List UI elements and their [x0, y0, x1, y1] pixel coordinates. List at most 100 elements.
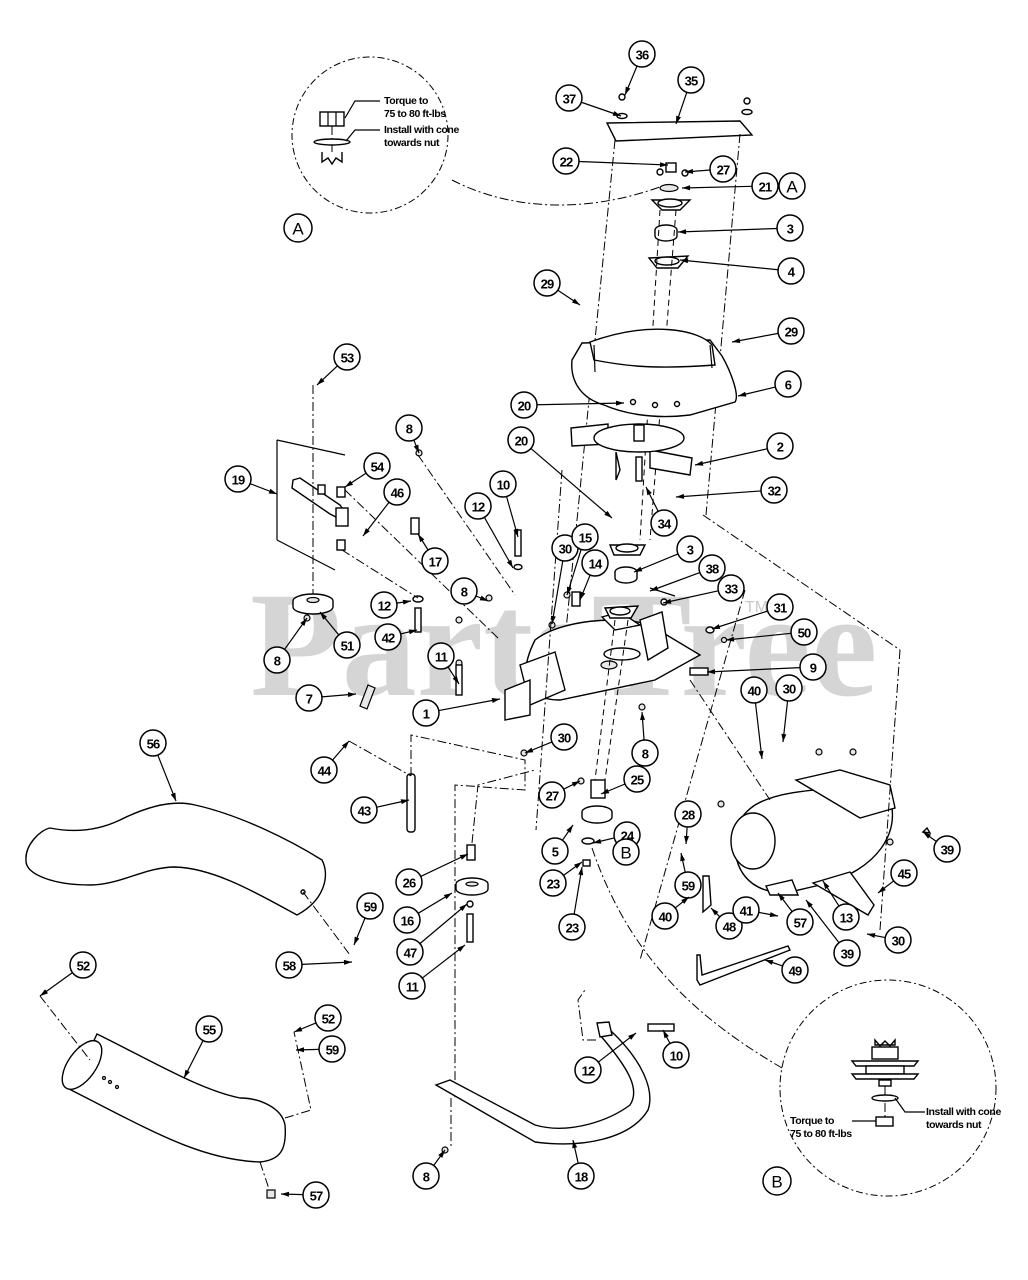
part-callout-52[interactable]: 52 [293, 1004, 342, 1033]
part-callout-47[interactable]: 47 [396, 903, 468, 966]
callout-bubble[interactable] [552, 147, 580, 175]
part-callout-3[interactable]: 3 [633, 535, 704, 573]
callout-bubble[interactable] [777, 257, 805, 285]
part-callout-39[interactable]: 39 [805, 899, 861, 967]
callout-bubble[interactable] [374, 623, 402, 651]
callout-bubble[interactable] [717, 574, 745, 602]
callout-bubble[interactable] [581, 549, 609, 577]
part-callout-39[interactable]: 39 [922, 831, 961, 863]
callout-bubble[interactable] [612, 838, 640, 866]
callout-bubble[interactable] [760, 476, 788, 504]
callout-bubble[interactable] [412, 1162, 440, 1190]
callout-bubble[interactable] [677, 66, 705, 94]
part-callout-14[interactable]: 14 [579, 549, 609, 601]
part-callout-53[interactable]: 53 [316, 343, 361, 386]
callout-bubble[interactable] [363, 452, 391, 480]
callout-bubble[interactable] [539, 869, 567, 897]
callout-bubble[interactable] [709, 155, 737, 183]
part-callout-30[interactable]: 30 [524, 723, 578, 754]
callout-bubble[interactable] [776, 214, 804, 242]
callout-bubble[interactable] [295, 684, 323, 712]
callout-bubble[interactable] [884, 926, 912, 954]
part-callout-40[interactable]: 40 [651, 896, 690, 930]
part-callout-8[interactable]: 8 [450, 577, 489, 605]
callout-bubble[interactable] [395, 868, 423, 896]
part-callout-20[interactable]: 20 [507, 426, 613, 519]
part-callout-6[interactable]: 6 [737, 370, 802, 398]
detail-b-label[interactable] [762, 1166, 792, 1196]
part-callout-58[interactable]: 58 [275, 951, 353, 979]
callout-bubble[interactable] [412, 699, 440, 727]
callout-bubble[interactable] [674, 800, 702, 828]
part-callout-42[interactable]: 42 [374, 623, 418, 651]
callout-bubble[interactable] [396, 938, 424, 966]
callout-bubble[interactable] [333, 343, 361, 371]
part-callout-27[interactable]: 27 [684, 155, 737, 183]
callout-bubble[interactable] [766, 432, 794, 460]
callout-bubble[interactable] [676, 535, 704, 563]
part-callout-36[interactable]: 36 [624, 40, 656, 96]
part-callout-59[interactable]: 59 [295, 1035, 346, 1063]
callout-bubble[interactable] [421, 547, 449, 575]
callout-bubble[interactable] [623, 765, 651, 793]
part-callout-9[interactable]: 9 [706, 653, 827, 681]
part-callout-29[interactable]: 29 [731, 317, 805, 345]
part-callout-29[interactable]: 29 [533, 269, 581, 306]
part-callout-2[interactable]: 2 [694, 432, 794, 466]
part-callout-30[interactable]: 30 [550, 534, 579, 625]
part-callout-22[interactable]: 22 [552, 147, 669, 175]
part-callout-12[interactable]: 12 [464, 492, 514, 569]
callout-bubble[interactable] [774, 370, 802, 398]
part-callout-11[interactable]: 11 [427, 642, 460, 685]
part-callout-30[interactable]: 30 [775, 674, 803, 743]
callout-bubble[interactable] [533, 269, 561, 297]
callout-bubble[interactable] [310, 756, 338, 784]
part-callout-43[interactable]: 43 [350, 796, 410, 824]
part-callout-57[interactable]: 57 [280, 1181, 330, 1209]
part-callout-54[interactable]: 54 [344, 452, 391, 488]
part-callout-41[interactable]: 41 [732, 896, 779, 924]
callout-bubble[interactable] [550, 723, 578, 751]
part-callout-57[interactable]: 57 [777, 892, 814, 936]
callout-bubble[interactable] [732, 896, 760, 924]
part-callout-15[interactable]: 15 [566, 523, 599, 596]
part-callout-30[interactable]: 30 [866, 926, 912, 954]
part-callout-46[interactable]: 46 [362, 478, 411, 537]
callout-bubble[interactable] [450, 577, 478, 605]
part-callout-59[interactable]: 59 [674, 852, 702, 899]
callout-bubble[interactable] [650, 509, 678, 537]
part-callout-37[interactable]: 37 [555, 84, 622, 117]
callout-bubble[interactable] [555, 84, 583, 112]
part-callout-12[interactable]: 12 [574, 1032, 637, 1084]
part-callout-32[interactable]: 32 [675, 476, 788, 504]
part-callout-7[interactable]: 7 [295, 684, 357, 712]
part-callout-45[interactable]: 45 [877, 859, 918, 894]
part-callout-35[interactable]: 35 [675, 66, 705, 125]
callout-bubble[interactable] [489, 470, 517, 498]
callout-bubble[interactable] [777, 317, 805, 345]
callout-bubble[interactable] [751, 172, 779, 200]
callout-bubble[interactable] [195, 1015, 223, 1043]
callout-bubble[interactable] [275, 951, 303, 979]
callout-bubble[interactable] [698, 554, 726, 582]
part-callout-4[interactable]: 4 [679, 257, 805, 285]
callout-bubble[interactable] [662, 1041, 690, 1069]
callout-bubble[interactable] [832, 903, 860, 931]
part-callout-51[interactable]: 51 [319, 611, 361, 659]
part-callout-49[interactable]: 49 [764, 956, 809, 984]
part-callout-26[interactable]: 26 [395, 853, 469, 896]
callout-bubble[interactable] [383, 478, 411, 506]
callout-bubble[interactable] [933, 835, 961, 863]
callout-bubble[interactable] [766, 593, 794, 621]
callout-bubble[interactable] [314, 1004, 342, 1032]
callout-bubble[interactable] [833, 939, 861, 967]
callout-bubble[interactable] [567, 1162, 595, 1190]
callout-bubble[interactable] [541, 837, 569, 865]
part-callout-40[interactable]: 40 [740, 676, 768, 760]
callout-bubble[interactable] [302, 1181, 330, 1209]
part-callout-23[interactable]: 23 [539, 861, 583, 897]
callout-bubble[interactable] [781, 956, 809, 984]
part-callout-10[interactable]: 10 [662, 1029, 690, 1069]
callout-bubble[interactable] [574, 1056, 602, 1084]
callout-bubble[interactable] [740, 676, 768, 704]
